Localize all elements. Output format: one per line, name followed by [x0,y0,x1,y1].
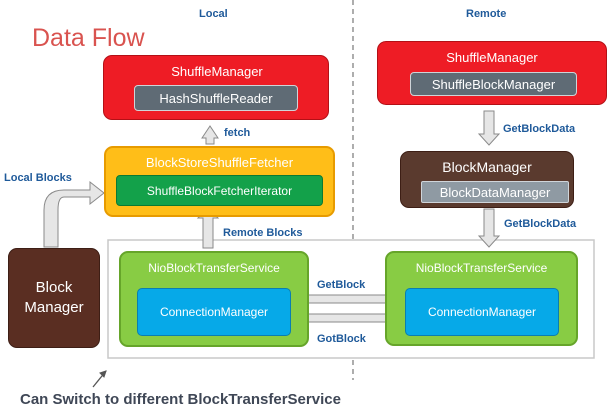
get-block-data-label-1: GetBlockData [503,123,576,135]
local-shuffle-manager-label: ShuffleManager [171,63,263,79]
remote-nio-transfer-service: NioBlockTransferService ConnectionManage… [385,251,578,346]
get-block-data-arrow-2 [477,208,501,248]
fetch-arrow [201,125,219,145]
block-store-shuffle-fetcher-box: BlockStoreShuffleFetcher ShuffleBlockFet… [104,146,335,217]
shuffle-block-fetcher-iterator: ShuffleBlockFetcherIterator [116,175,323,206]
remote-shuffle-manager-box: ShuffleManager ShuffleBlockManager [377,41,607,105]
local-nio-transfer-service: NioBlockTransferService ConnectionManage… [119,251,309,347]
local-blocks-arrow [43,180,105,248]
remote-connection-manager: ConnectionManager [405,288,559,336]
get-block-data-label-2: GetBlockData [504,218,577,230]
block-store-shuffle-fetcher-label: BlockStoreShuffleFetcher [145,154,294,170]
get-block-label: GetBlock [317,279,366,291]
local-shuffle-manager-box: ShuffleManager HashShuffleReader [103,55,329,120]
shuffle-block-manager: ShuffleBlockManager [410,72,577,96]
local-connection-manager: ConnectionManager [137,288,291,336]
hash-shuffle-reader: HashShuffleReader [134,85,298,111]
remote-shuffle-manager-label: ShuffleManager [446,49,538,65]
local-blocks-label: Local Blocks [4,172,72,184]
local-nio-transfer-service-label: NioBlockTransferService [148,261,280,275]
header-remote: Remote [466,8,507,20]
remote-block-manager-box: BlockManager BlockDataManager [400,151,574,208]
header-local: Local [199,8,228,20]
get-block-data-arrow-1 [477,110,501,146]
fetch-label: fetch [224,127,251,139]
remote-block-manager-label: BlockManager [442,159,532,175]
footer-pointer-head [99,370,107,378]
footer-text: Can Switch to different BlockTransferSer… [20,391,341,408]
block-data-manager: BlockDataManager [421,181,569,203]
remote-blocks-label: Remote Blocks [223,227,303,239]
remote-nio-transfer-service-label: NioBlockTransferService [415,261,548,275]
got-block-label: GotBlock [317,333,366,345]
local-block-manager: Block Manager [8,248,100,348]
page-title: Data Flow [32,24,145,52]
